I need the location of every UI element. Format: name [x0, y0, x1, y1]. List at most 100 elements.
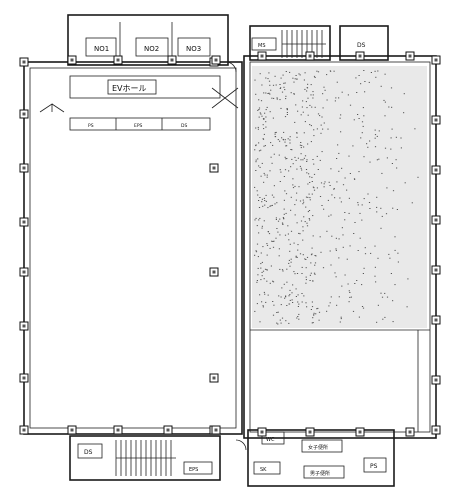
- shade-dot: [336, 181, 338, 183]
- shade-dot: [307, 83, 309, 85]
- shade-dot: [255, 145, 257, 147]
- shade-dot: [255, 93, 257, 95]
- shade-dot: [254, 310, 256, 312]
- shade-dot: [311, 181, 313, 182]
- shade-dot: [309, 197, 311, 199]
- shade-dot: [359, 212, 361, 214]
- shade-dot: [276, 202, 278, 204]
- column-core: [212, 376, 216, 380]
- shade-dot: [311, 322, 313, 324]
- column-core: [170, 58, 174, 62]
- shade-dot: [265, 116, 267, 118]
- shade-dot: [326, 230, 328, 232]
- shade-dot: [265, 200, 267, 202]
- shade-dot: [312, 280, 314, 282]
- shade-dot: [274, 75, 276, 77]
- shade-dot: [261, 162, 263, 164]
- shade-dot: [279, 181, 281, 182]
- shade-dot: [339, 117, 341, 119]
- shade-dot: [260, 175, 262, 177]
- shade-dot: [320, 251, 322, 253]
- shade-dot: [292, 77, 294, 79]
- shade-dot: [306, 256, 309, 258]
- shade-dot: [260, 267, 262, 269]
- shade-dot: [349, 245, 351, 247]
- shade-dot: [340, 201, 342, 203]
- shade-dot: [328, 215, 330, 217]
- shade-dot: [340, 316, 342, 318]
- shade-dot: [359, 237, 361, 239]
- shade-dot: [306, 87, 308, 89]
- shade-dot: [295, 159, 297, 161]
- shade-dot: [271, 97, 273, 99]
- shade-dot: [358, 316, 360, 318]
- shade-dot: [290, 196, 292, 198]
- shade-dot: [326, 310, 328, 312]
- shade-dot: [255, 159, 257, 161]
- shade-dot: [311, 253, 313, 255]
- shade-dot: [297, 306, 299, 307]
- column-core: [22, 324, 26, 328]
- shade-dot: [266, 174, 268, 176]
- column-core: [22, 166, 26, 170]
- shade-dot: [374, 137, 376, 139]
- shade-dot: [260, 263, 262, 265]
- shade-dot: [263, 278, 265, 280]
- shade-dot: [302, 159, 304, 161]
- right-office-inner-wall: [249, 61, 431, 433]
- column-core: [434, 118, 438, 122]
- shade-dot: [403, 93, 405, 95]
- shade-dot: [380, 207, 382, 209]
- shade-dot: [349, 296, 351, 298]
- shade-dot: [311, 247, 313, 249]
- shade-dot: [269, 247, 271, 249]
- shade-dot: [268, 92, 270, 94]
- shade-dot: [313, 312, 315, 314]
- shade-dot: [258, 232, 260, 234]
- column-core: [22, 376, 26, 380]
- shade-dot: [309, 274, 311, 276]
- shade-dot: [364, 247, 366, 249]
- shade-dot: [392, 207, 394, 209]
- shade-dot: [295, 256, 297, 258]
- shade-dot: [282, 139, 285, 141]
- shade-dot: [297, 294, 299, 296]
- elevator-1-label: NO1: [94, 45, 109, 53]
- elevator-2-box: [135, 37, 169, 57]
- shade-dot: [312, 97, 314, 99]
- shade-dot: [291, 149, 293, 151]
- shade-dot: [394, 236, 396, 238]
- shade-dot: [262, 305, 264, 307]
- shade-dot: [344, 212, 346, 213]
- shade-dot: [257, 109, 259, 111]
- shade-dot: [298, 232, 300, 234]
- shade-dot: [258, 165, 260, 167]
- shade-dot: [311, 193, 313, 195]
- shade-dot: [338, 170, 340, 172]
- shade-dot: [391, 163, 393, 164]
- shaft-3-label: DS: [181, 123, 187, 129]
- shade-dot: [333, 188, 335, 190]
- shade-dot: [339, 321, 341, 323]
- shade-dot: [264, 293, 266, 295]
- shade-dot: [352, 145, 354, 147]
- shade-dot: [312, 159, 314, 160]
- shade-dot: [395, 159, 397, 161]
- shade-dot: [400, 137, 402, 139]
- shade-dot: [304, 121, 306, 123]
- shade-dot: [299, 74, 301, 76]
- shade-dot: [308, 173, 310, 175]
- shade-dot: [347, 283, 349, 285]
- shade-dot: [309, 104, 311, 106]
- shade-dot: [327, 199, 329, 201]
- shade-dot: [320, 124, 322, 126]
- shade-dot: [273, 153, 275, 155]
- shade-dot: [270, 142, 272, 144]
- shade-dot: [340, 114, 342, 116]
- shade-dot: [295, 199, 297, 201]
- shade-dot: [262, 306, 264, 308]
- shade-dot: [299, 253, 302, 255]
- shade-dot: [263, 291, 265, 293]
- shade-dot: [306, 90, 308, 92]
